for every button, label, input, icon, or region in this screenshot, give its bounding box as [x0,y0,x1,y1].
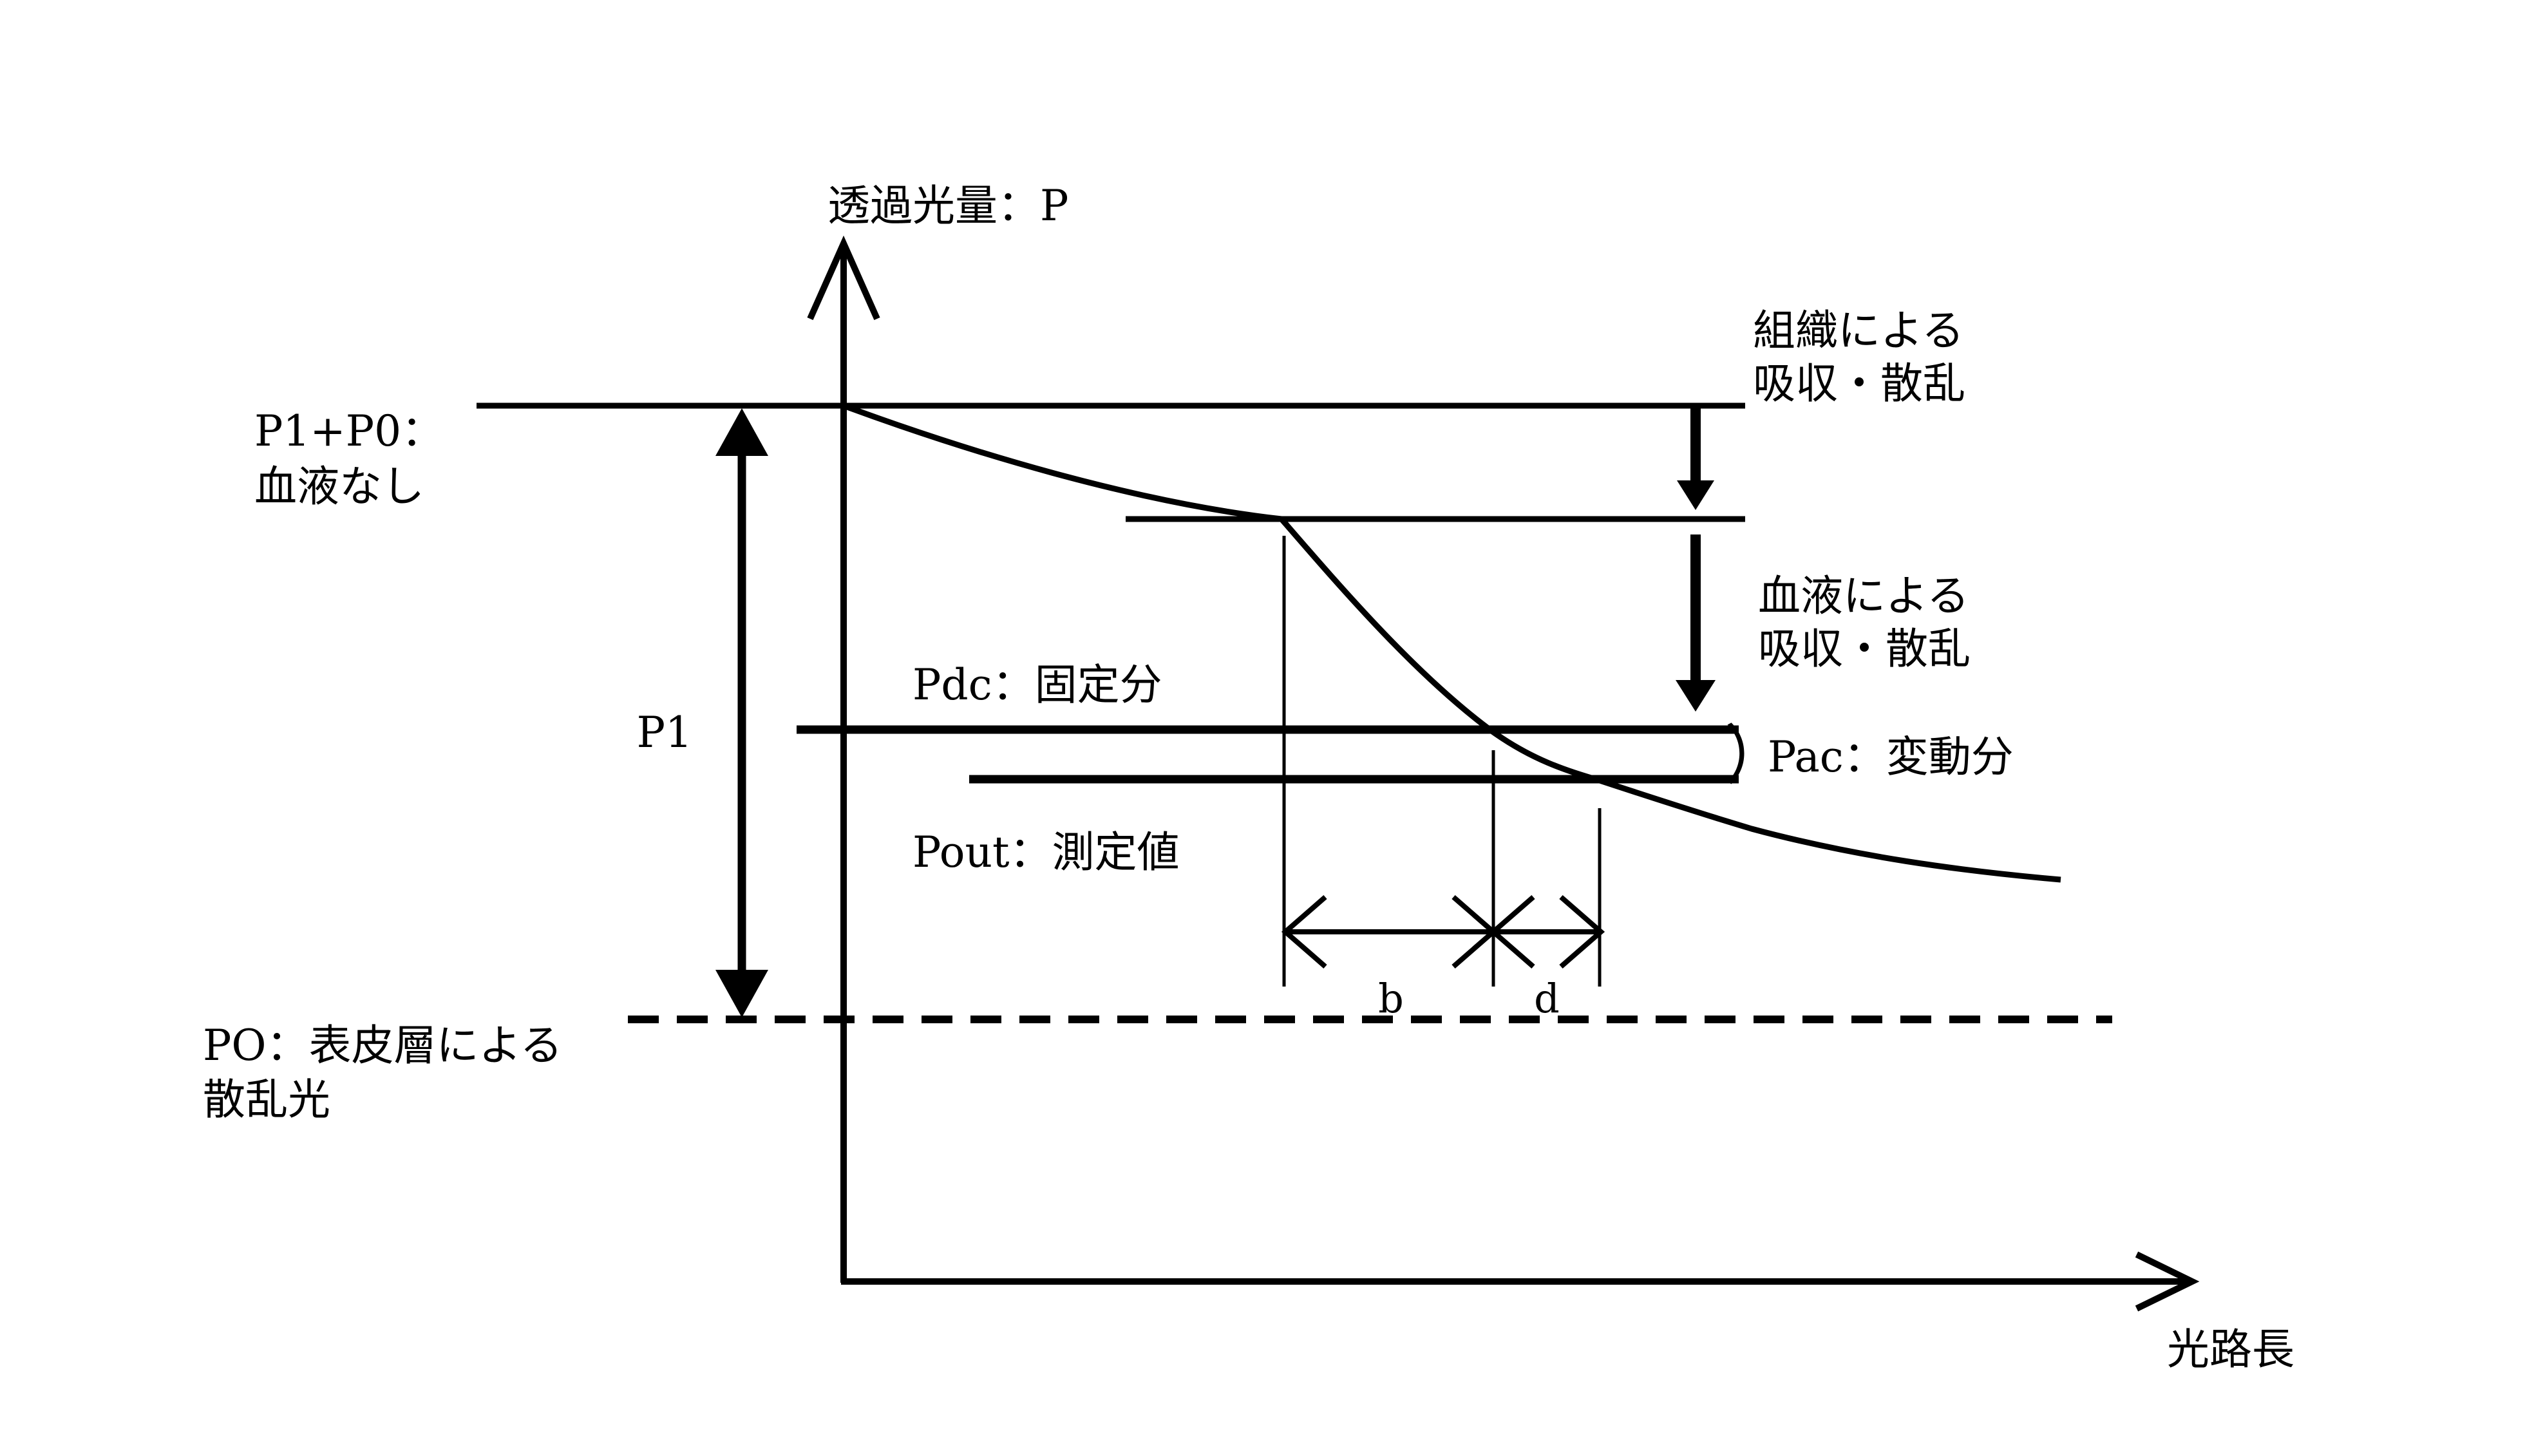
x-axis-label: 光路長 [2167,1325,2294,1374]
pdc-label: Pdc：固定分 [913,660,1162,710]
p0-label-line1: PO：表皮層による [203,1021,563,1070]
p1-range-arrow [715,408,768,1017]
tissue-label-line1: 組織による [1753,306,1964,355]
blood-label-line1: 血液による [1758,571,1969,621]
pac-label: Pac：変動分 [1768,732,2014,782]
p1-arrow-down-head-icon [715,970,768,1017]
p1p0-label-line1: P1+P0： [254,406,444,456]
blood-absorption-arrow [1676,534,1716,712]
y-axis-label: 透過光量：P [827,181,1068,231]
d-arrow-left-head-icon [1489,894,1535,969]
pac-brace: ） [1725,718,1789,793]
b-arrow-left-head-icon [1281,894,1327,969]
p1p0-label-line2: 血液なし [254,462,424,511]
y-axis-arrowhead-icon [807,235,880,321]
y-axis [807,235,880,1283]
transmitted-light-curve [842,402,2061,883]
blood-label-line2: 吸収・散乱 [1758,624,1971,674]
tissue-label-line2: 吸収・散乱 [1753,359,1965,408]
b-dimension-arrow [1281,894,1498,969]
p0-label-line2: 散乱光 [203,1075,330,1124]
d-arrow-right-head-icon [1559,894,1605,969]
d-label: d [1534,975,1560,1022]
tissue-absorption-arrow [1677,408,1714,510]
b-label: b [1378,975,1404,1022]
x-axis-arrowhead-icon [2135,1251,2200,1312]
x-axis [841,1251,2200,1312]
pout-label: Pout：測定値 [913,827,1180,877]
tissue-arrow-head-icon [1677,480,1714,510]
d-dimension-arrow [1489,894,1605,969]
blood-arrow-head-icon [1676,680,1716,712]
p1-label: P1 [637,708,692,757]
p1-arrow-up-head-icon [715,408,768,456]
